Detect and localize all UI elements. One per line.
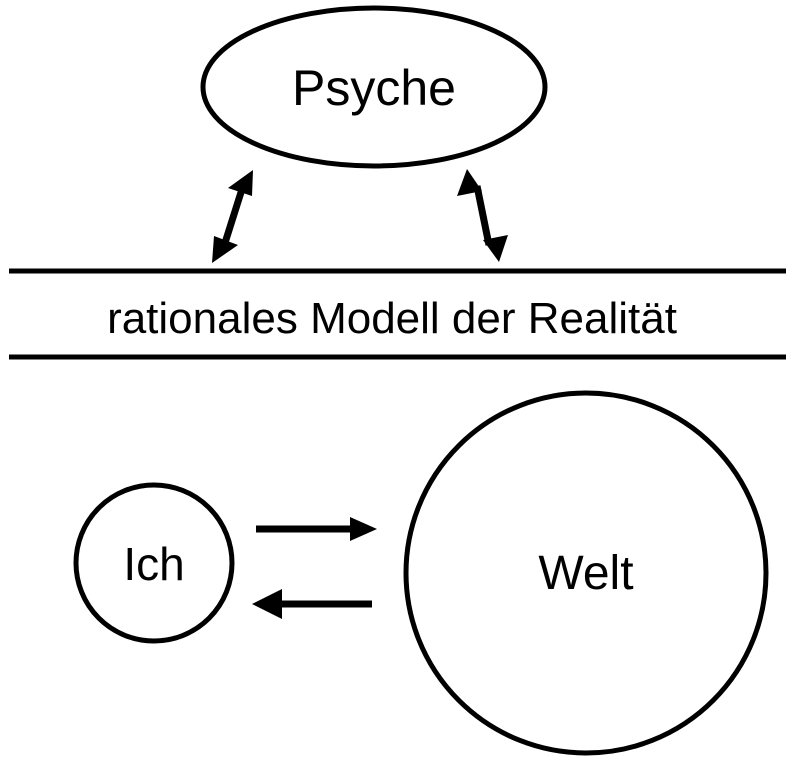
psyche-left-double-arrow[interactable] [212,170,253,263]
ich-to-welt-head [350,517,377,541]
ich-circle-outline [73,482,235,644]
rational-model-band: rationales Modell der Realität [9,268,786,360]
ich-to-welt-arrow[interactable] [256,517,377,541]
left-arrow-head-down [212,236,238,263]
welt-label: Welt [538,547,633,600]
right-arrow-head-up [457,169,482,196]
left-arrow-shaft [220,184,247,248]
node-welt[interactable]: Welt [403,390,769,756]
right-arrow-head-down [483,235,508,262]
welt-to-ich-head [252,589,282,619]
psyche-label: Psyche [292,60,456,116]
welt-to-ich-arrow[interactable] [252,589,372,619]
right-arrow-shaft [473,185,493,246]
psyche-right-double-arrow[interactable] [457,169,508,262]
ich-label: Ich [123,538,184,590]
node-ich[interactable]: Ich [73,482,235,644]
node-psyche[interactable]: Psyche [200,5,548,169]
rational-model-label: rationales Modell der Realität [107,294,677,343]
psyche-ellipse-outline [200,5,548,169]
left-arrow-head-up [228,170,253,196]
welt-circle-outline [403,390,769,756]
